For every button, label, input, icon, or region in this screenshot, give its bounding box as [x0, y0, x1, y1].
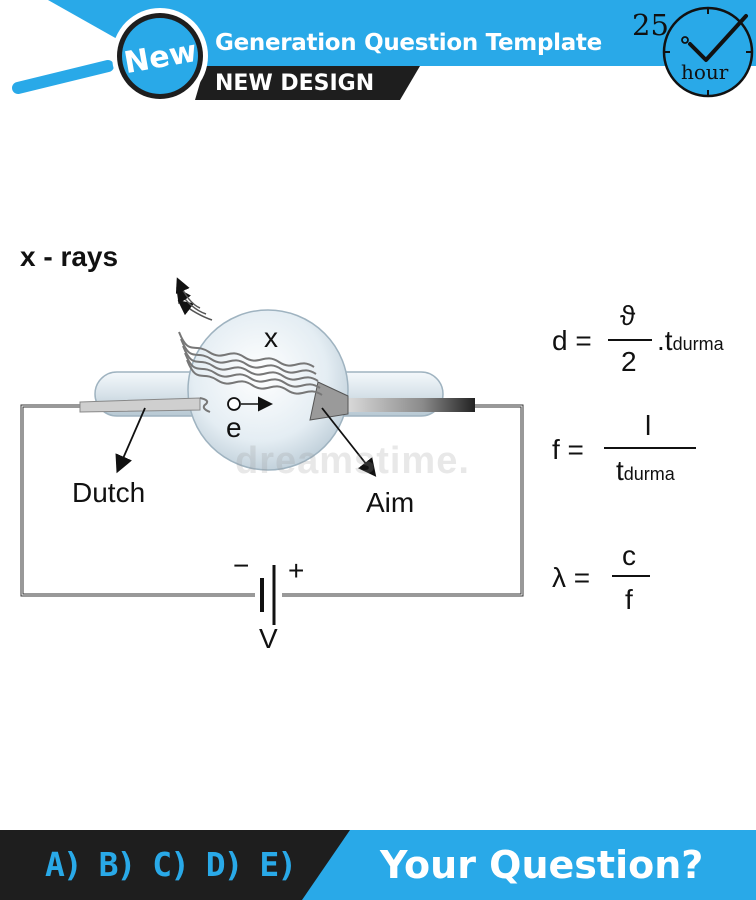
clock-icon: [662, 6, 754, 98]
battery-minus-label: −: [233, 550, 250, 581]
tube-bulb: [187, 309, 349, 471]
circuit-wire: [20, 404, 524, 597]
header-subtitle: NEW DESIGN: [215, 71, 375, 96]
watermark: dreamstime.: [235, 440, 470, 482]
timer-number: 25: [632, 8, 669, 42]
formula-wavelength-numerator: c: [622, 540, 636, 571]
footer-banner: [0, 830, 756, 900]
formula-frequency-lhs: f =: [552, 434, 584, 465]
diagram-title: x - rays: [20, 241, 119, 272]
electron-icon: [227, 396, 273, 412]
anode-target: [309, 381, 475, 421]
header-title: Generation Question Template: [215, 30, 602, 56]
question-placeholder: Your Question?: [380, 843, 704, 887]
formula-distance-denominator: 2: [621, 346, 637, 377]
magnifier-icon: [12, 8, 208, 104]
xray-emission-arrows: [175, 277, 213, 321]
formula-wavelength-denominator: f: [625, 584, 633, 615]
xray-label: x: [264, 322, 278, 353]
answer-options: A) B) C) D) E): [45, 845, 297, 884]
cathode: [79, 397, 211, 413]
header-banner: [12, 0, 756, 104]
formula-distance-lhs: d =: [552, 325, 592, 356]
aim-label: Aim: [366, 487, 415, 518]
xray-waves: [178, 331, 323, 396]
dutch-label: Dutch: [72, 477, 146, 508]
formula-distance-tail: .t: [657, 325, 673, 356]
xray-tube-diagram: [20, 277, 524, 625]
voltage-label: V: [259, 623, 278, 654]
formula-wavelength-fraction-bar: [612, 575, 650, 577]
formula-distance-fraction-bar: [608, 339, 652, 341]
formula-frequency-numerator: l: [645, 410, 652, 441]
battery-icon: [260, 565, 276, 625]
electron-label: e: [226, 412, 242, 443]
formula-wavelength-lhs: λ =: [552, 562, 591, 593]
dutch-pointer-arrow: [115, 407, 146, 474]
formula-distance-numerator: ϑ: [620, 300, 636, 331]
formula-frequency-subscript: durma: [623, 464, 675, 484]
formula-frequency-fraction-bar: [604, 447, 696, 449]
formula-distance-subscript: durma: [672, 334, 724, 354]
battery-plus-label: +: [288, 555, 305, 586]
aim-pointer-arrow: [321, 407, 377, 477]
timer-unit: hour: [681, 60, 729, 84]
formula-frequency-denominator: t: [616, 455, 624, 486]
check-icon: [688, 14, 748, 62]
